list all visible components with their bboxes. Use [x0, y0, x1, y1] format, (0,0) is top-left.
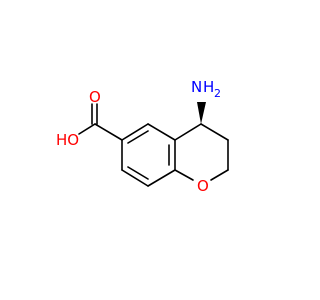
structure-canvas: N H 2 O HO O [56, 78, 229, 195]
ring-oxygen-label: O [197, 177, 209, 195]
bond-c5-c6-inner [127, 130, 149, 144]
bond-c2-o1 [210, 169, 229, 181]
stereo-wedge-bond [197, 102, 206, 124]
bond-o1-c8a [174, 169, 194, 181]
amine-hydrogen-label: H [203, 78, 214, 96]
nitrogen-label: N [191, 78, 202, 96]
bond-c4a-c5 [147, 123, 176, 141]
bond-c6-carboxyl [94, 123, 123, 141]
bond-c8-c8a [147, 169, 176, 187]
hydroxyl-label: HO [56, 131, 79, 149]
bond-c7-c8 [121, 169, 149, 187]
molecule-drawing: N H 2 O HO O [56, 78, 229, 195]
bond-c4-c3 [200, 123, 229, 141]
bond-c7-c8-inner [127, 166, 149, 180]
bond-c-oh [78, 123, 96, 135]
carbonyl-oxygen-label: O [89, 88, 101, 106]
amine-hydrogen-count: 2 [214, 87, 221, 100]
bond-c4a-c4 [174, 123, 202, 141]
bond-c5-c6 [121, 123, 149, 141]
